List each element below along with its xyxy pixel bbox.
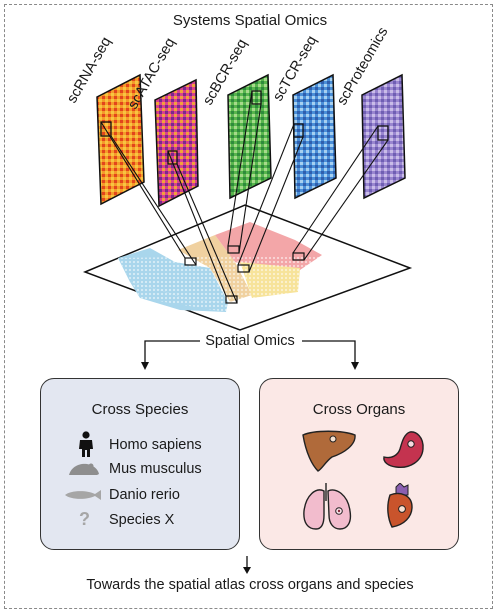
figure-frame <box>4 4 493 609</box>
species-x: Species X <box>109 512 175 528</box>
panel-scatac-seq <box>154 78 199 208</box>
human-icon <box>79 431 93 457</box>
species-homo-sapiens: Homo sapiens <box>109 437 202 453</box>
cross-organs-panel: Cross Organs <box>259 378 459 550</box>
split-arrows <box>141 340 359 574</box>
figure-caption: Towards the spatial atlas cross organs a… <box>86 577 414 593</box>
cross-organs-title: Cross Organs <box>312 401 406 418</box>
cross-species-panel: Cross Species Homo sapiens Mus musculus … <box>40 378 240 550</box>
tissue-slide <box>82 204 413 331</box>
projection-lines <box>100 90 389 304</box>
heart-icon <box>387 483 413 528</box>
cross-species-title: Cross Species <box>91 401 189 418</box>
panel-sctcr-seq <box>292 73 337 200</box>
species-danio-rerio: Danio rerio <box>109 487 180 503</box>
liver-icon <box>302 430 356 472</box>
question-icon: ? <box>79 509 90 529</box>
stomach-icon <box>383 431 424 468</box>
figure-title: Systems Spatial Omics <box>172 12 328 29</box>
fish-icon <box>65 490 101 500</box>
spatial-omics-label: Spatial Omics <box>0 333 500 349</box>
panel-scproteomics <box>361 73 406 200</box>
mouse-icon <box>69 463 99 475</box>
species-mus-musculus: Mus musculus <box>109 461 202 477</box>
lungs-icon <box>303 483 352 530</box>
